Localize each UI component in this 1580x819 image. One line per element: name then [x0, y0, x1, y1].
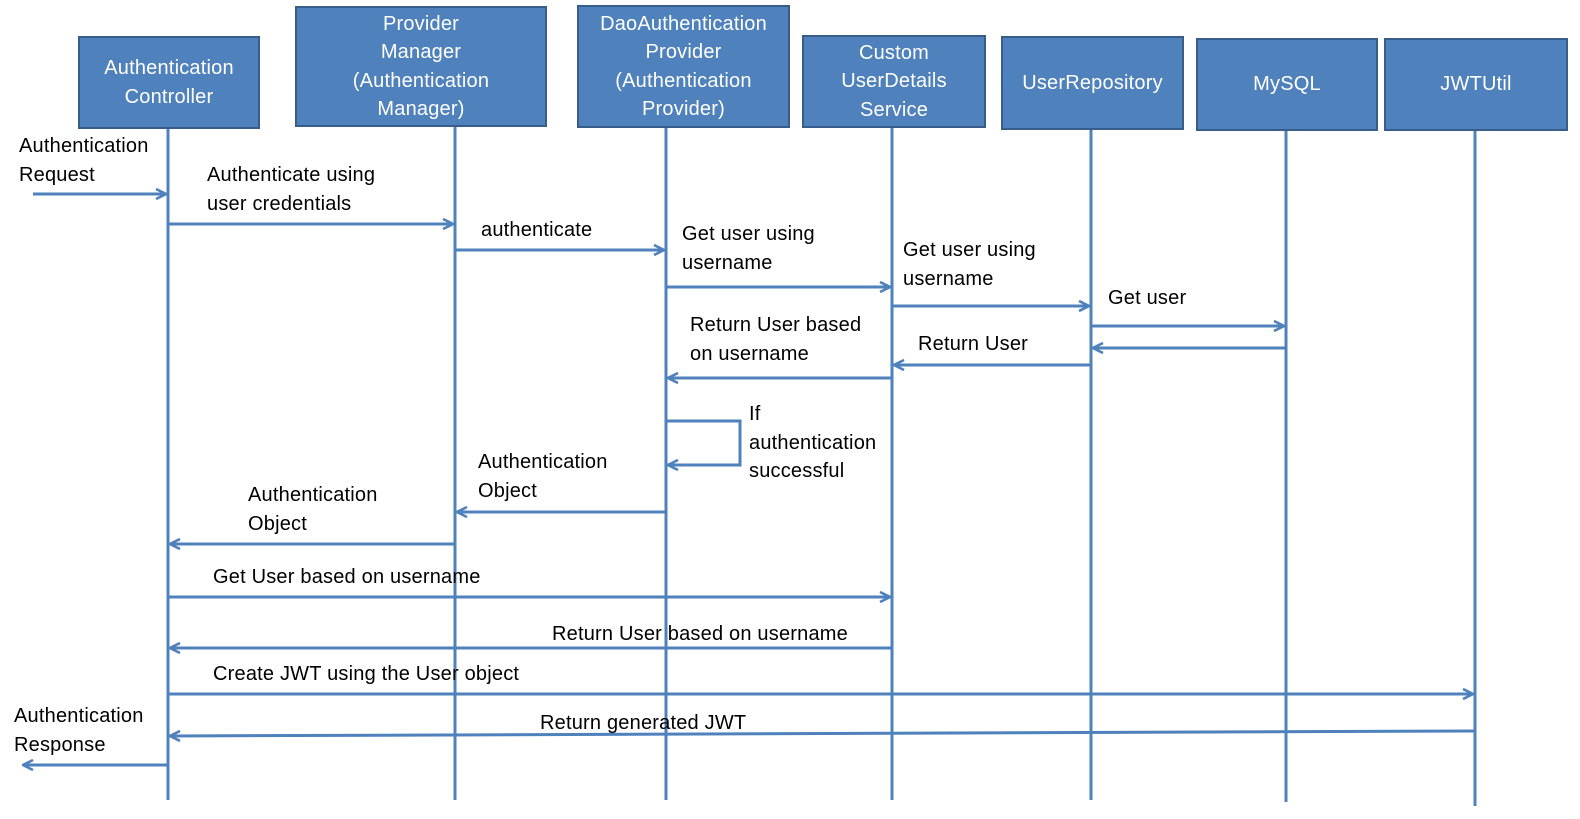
label-get-user-using-username-2: Get user using username [903, 239, 1036, 290]
label-get-user-using-username-1: Get user using username [682, 223, 815, 274]
participant-provider-manager: Provider Manager (Authentication Manager… [295, 6, 547, 127]
participant-mysql: MySQL [1196, 38, 1378, 131]
label-get-user-based-on-username: Get User based on username [213, 566, 481, 588]
arrow-self-authentication-check [666, 419, 742, 465]
label-authentication-request: Authentication Request [19, 135, 149, 186]
label-authentication-object-2: Authentication Object [248, 484, 378, 535]
label-create-jwt: Create JWT using the User object [213, 663, 520, 685]
label-get-user: Get user [1108, 287, 1187, 309]
arrow-return-generated-jwt [170, 729, 1476, 736]
participant-user-repository: UserRepository [1001, 36, 1184, 130]
label-authentication-object-1: Authentication Object [478, 451, 608, 502]
label-return-user-based-on-username-1: Return User based on username [690, 314, 862, 365]
label-authenticate: authenticate [481, 219, 593, 241]
label-authenticate-using-credentials: Authenticate using user credentials [207, 164, 376, 215]
participant-dao-authentication-provider: DaoAuthentication Provider (Authenticati… [577, 5, 790, 128]
label-return-user: Return User [918, 333, 1029, 355]
label-if-authentication-successful: If authentication successful [749, 403, 877, 482]
participant-jwtutil: JWTUtil [1384, 38, 1568, 131]
label-authentication-response: Authentication Response [14, 705, 144, 756]
label-return-generated-jwt: Return generated JWT [540, 712, 747, 734]
participant-custom-userdetails-service: Custom UserDetails Service [802, 35, 986, 128]
participant-authentication-controller: Authentication Controller [78, 36, 260, 129]
label-return-user-based-on-username-2: Return User based on username [552, 623, 848, 645]
